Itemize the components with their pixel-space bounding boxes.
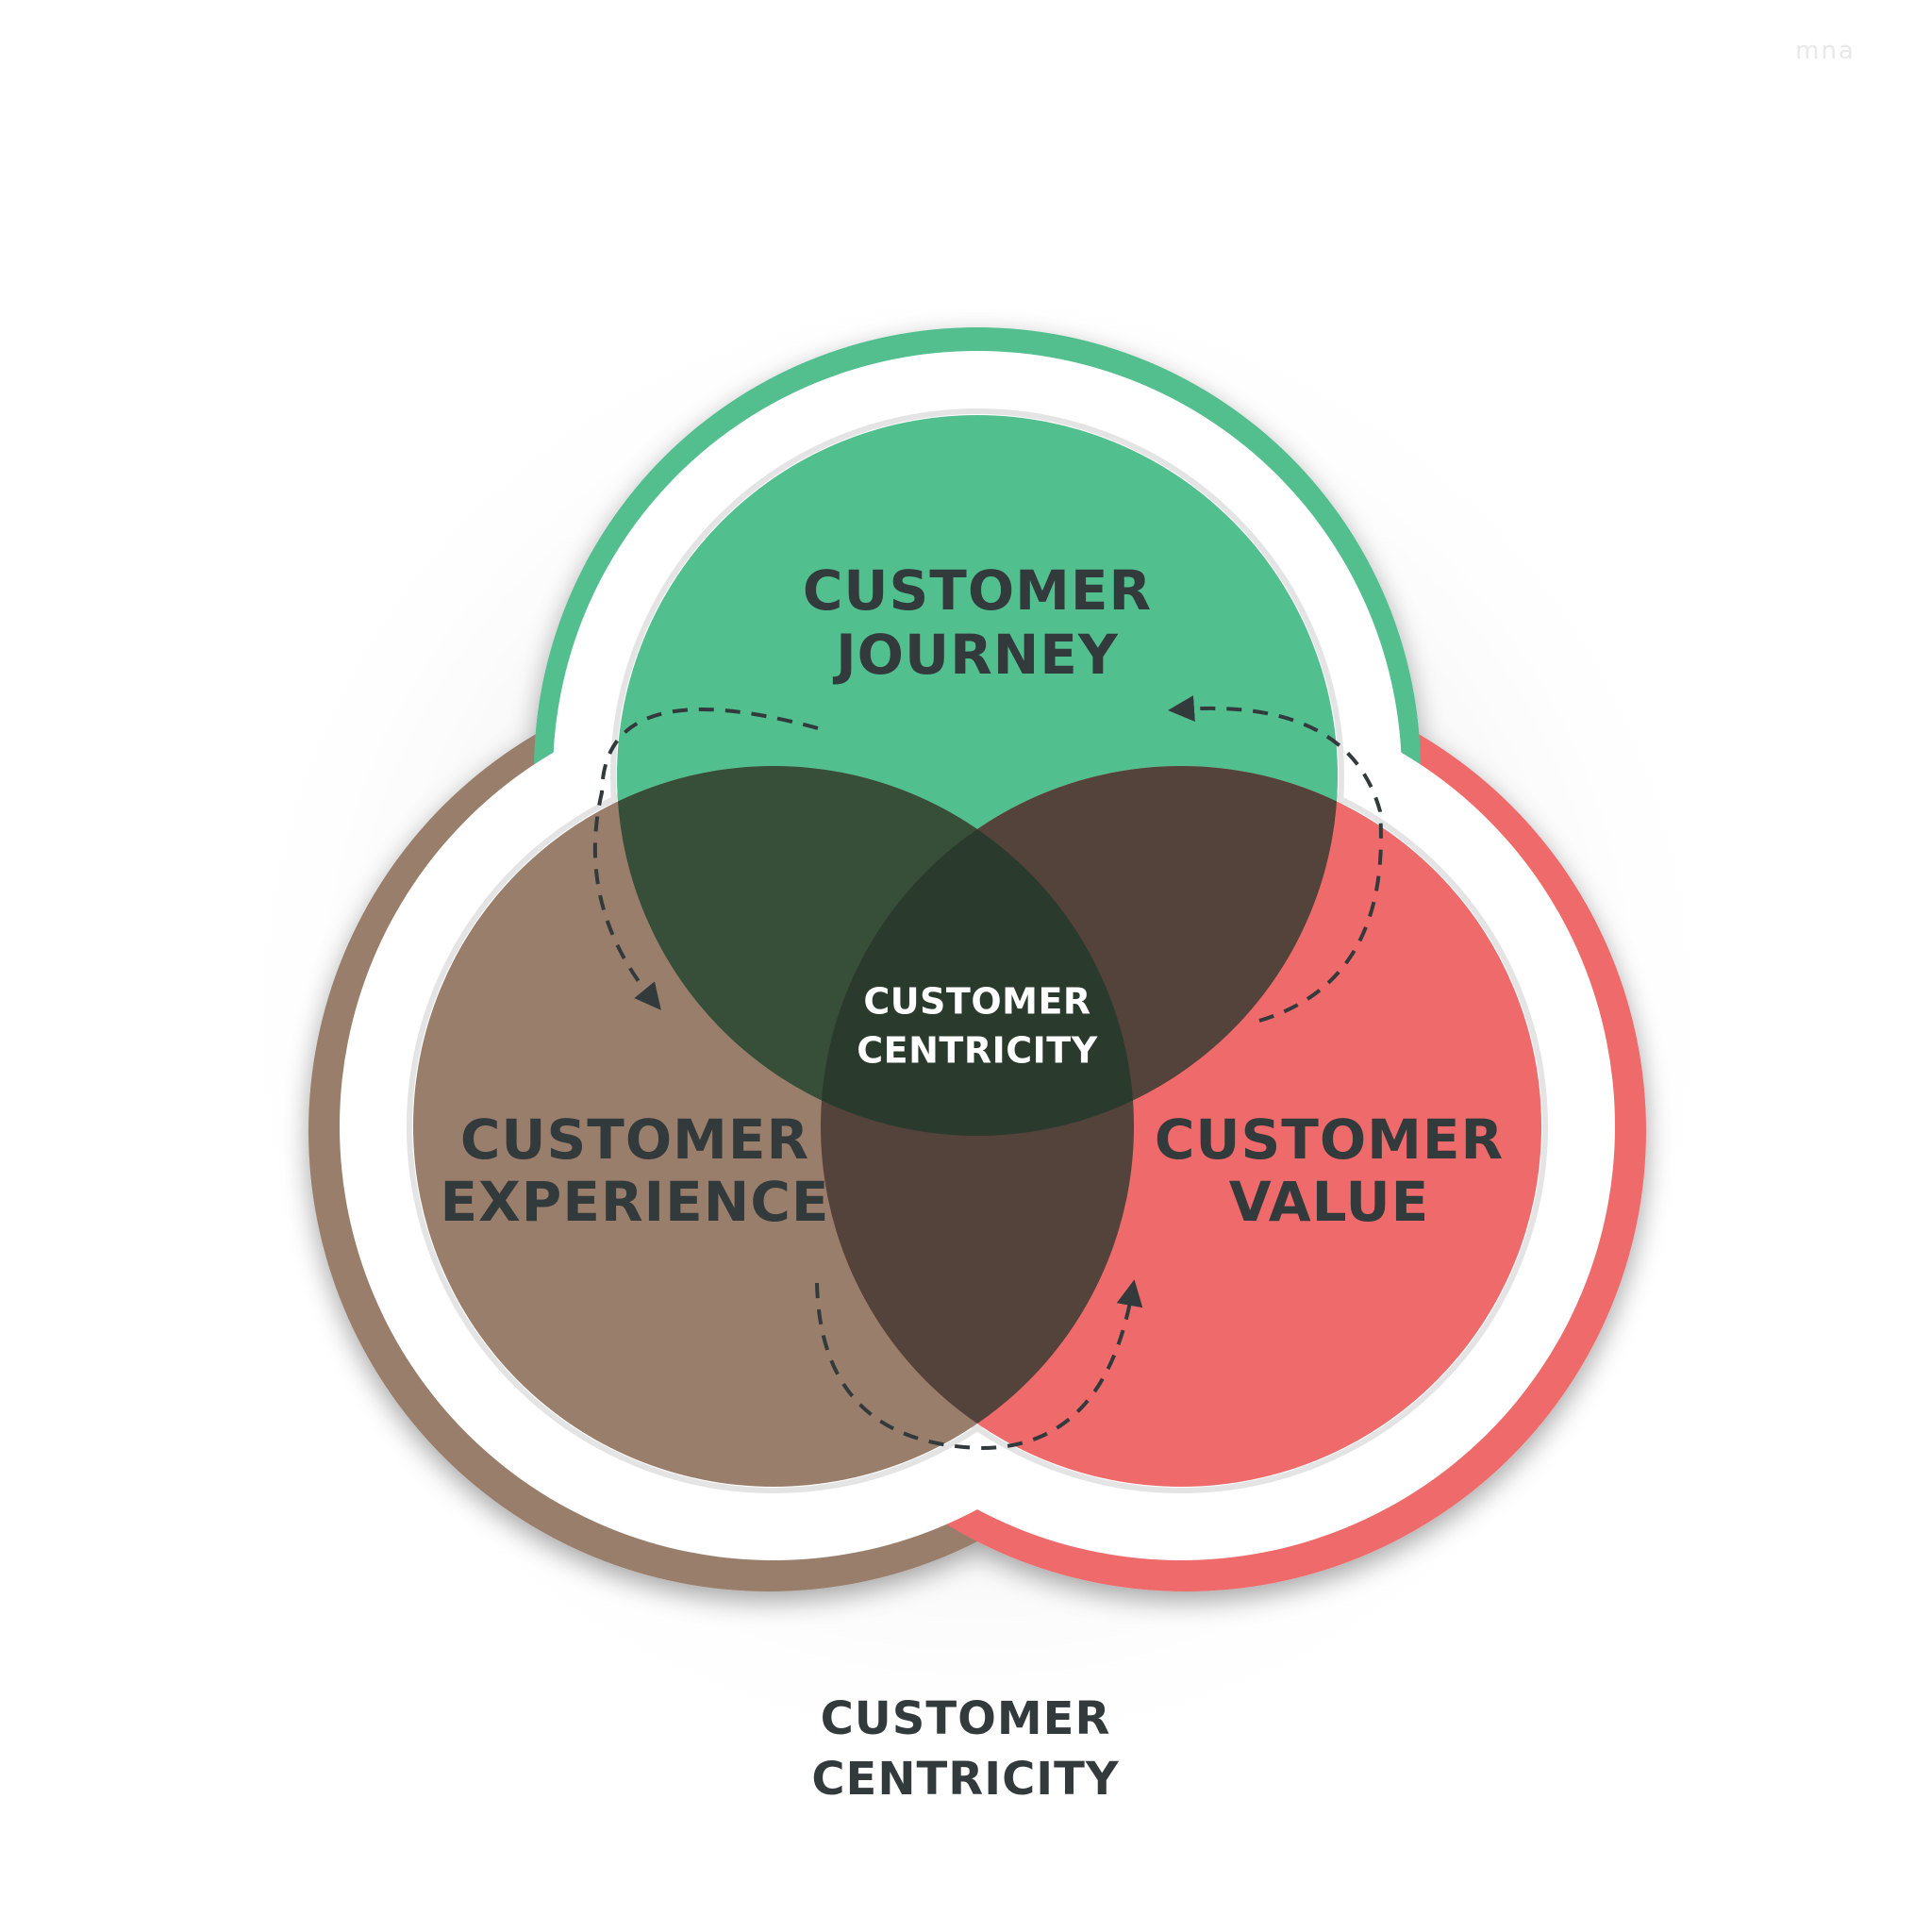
experience-label-line2: EXPERIENCE: [440, 1170, 829, 1234]
watermark-logo: mna: [1795, 37, 1856, 65]
cycle-arrows: [592, 695, 1383, 1451]
arrow-experience-to-value: [815, 1279, 1143, 1451]
journey-label-line1: CUSTOMER: [803, 558, 1152, 623]
bottom-title: CUSTOMER CENTRICITY: [0, 1689, 1931, 1809]
bottom-title-line2: CENTRICITY: [811, 1753, 1120, 1806]
arrow-value-to-journey: [1168, 695, 1383, 1023]
center-label-line2: CENTRICITY: [857, 1030, 1097, 1072]
center-label-line1: CUSTOMER: [863, 981, 1090, 1023]
value-label-line2: VALUE: [1229, 1170, 1429, 1234]
value-label-line1: CUSTOMER: [1155, 1108, 1504, 1172]
journey-label-line2: JOURNEY: [832, 623, 1119, 687]
bottom-title-line1: CUSTOMER: [820, 1692, 1111, 1745]
experience-label-line1: CUSTOMER: [460, 1108, 809, 1172]
arrow-journey-to-experience: [592, 708, 819, 1010]
overlap-center: [821, 766, 1134, 1136]
